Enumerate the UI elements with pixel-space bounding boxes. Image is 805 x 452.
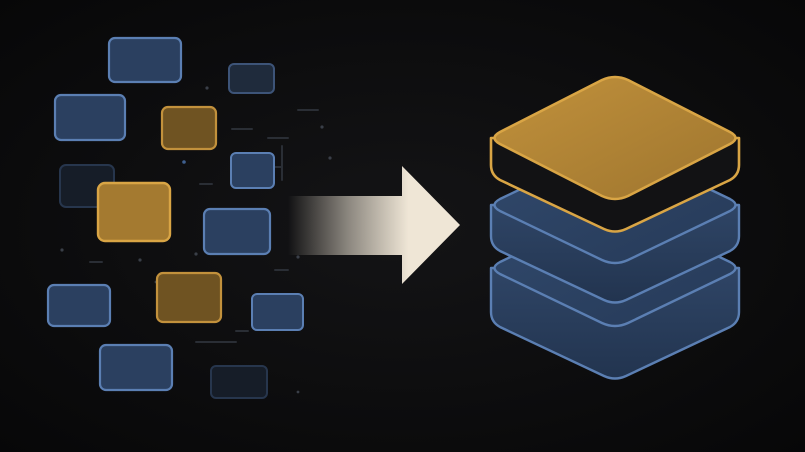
block-blue-3	[230, 152, 275, 189]
layer-stack	[489, 75, 741, 380]
stack-layer-top-gold	[489, 75, 741, 233]
block-dim-2	[210, 365, 268, 399]
scatter-dashes	[89, 109, 319, 371]
block-blue-7	[98, 343, 174, 392]
arrow-right	[288, 166, 460, 284]
block-blue-5	[46, 283, 112, 328]
block-blue-6	[251, 293, 304, 331]
block-gold-2	[96, 181, 172, 243]
block-gold-1	[160, 105, 218, 151]
block-blue-8	[228, 63, 275, 94]
block-blue-2	[53, 93, 127, 142]
block-blue-1	[107, 36, 183, 84]
block-blue-4	[202, 207, 272, 256]
block-gold-3	[155, 271, 223, 324]
